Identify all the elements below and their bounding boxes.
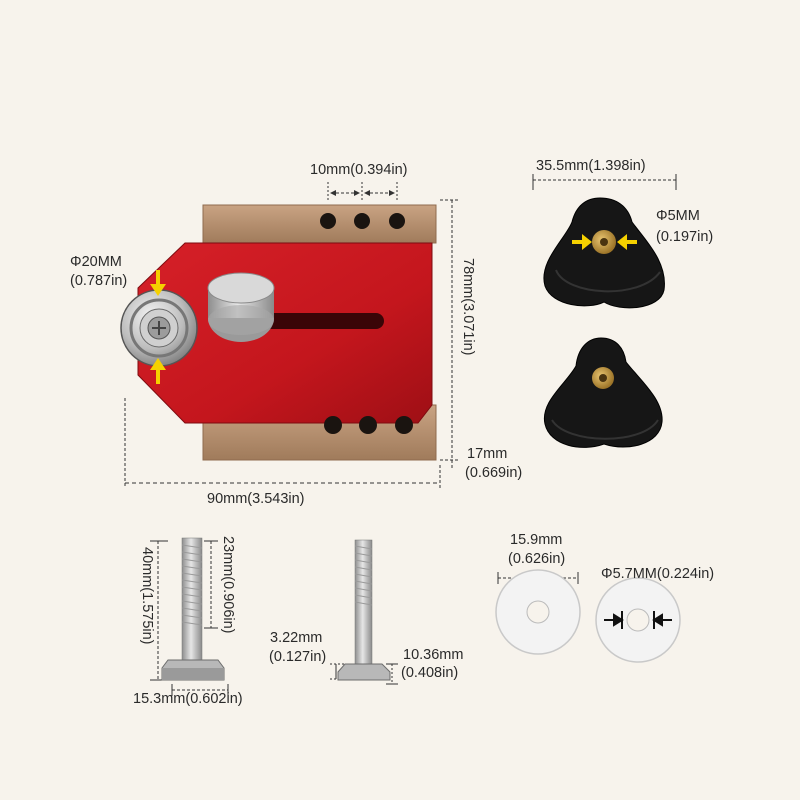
bearing bbox=[120, 289, 198, 367]
washer-id-label: Φ5.7MM(0.224in) bbox=[601, 566, 715, 582]
main-block bbox=[120, 204, 437, 461]
knob-thread-in-label: (0.197in) bbox=[656, 229, 714, 245]
star-knob-top bbox=[543, 197, 665, 309]
bolt-head-width-label: 15.3mm(0.602in) bbox=[133, 691, 243, 707]
body-width-label: 90mm(3.543in) bbox=[207, 491, 305, 507]
washer-side bbox=[595, 577, 681, 663]
knob-yellow-arrows bbox=[572, 234, 637, 250]
bearing-diameter-in-label: (0.787in) bbox=[70, 273, 128, 289]
rail-hole bbox=[359, 416, 377, 434]
body-thickness-mm-label: 17mm bbox=[467, 446, 508, 462]
washer-od-in-label: (0.626in) bbox=[508, 551, 566, 567]
dimension-lines bbox=[124, 174, 677, 696]
body-thickness-in-label: (0.669in) bbox=[465, 465, 523, 481]
t-bolt-long bbox=[161, 537, 225, 681]
washer-front bbox=[495, 569, 581, 655]
bolt-head-thickness-mm-label: 3.22mm bbox=[270, 630, 323, 646]
t-bolt-short bbox=[337, 539, 391, 681]
rail-hole bbox=[389, 213, 405, 229]
bolt-thread-length-label: 23mm(0.906in) bbox=[220, 536, 236, 634]
knob-thread-mm-label: Φ5MM bbox=[656, 208, 700, 224]
bearing-yellow-arrows bbox=[150, 270, 166, 384]
bolt-length-label: 40mm(1.575in) bbox=[139, 547, 155, 645]
body-height-label: 78mm(3.071in) bbox=[460, 258, 476, 356]
star-knob-bottom bbox=[543, 337, 663, 448]
bolt-head-thickness-in-label: (0.127in) bbox=[269, 649, 327, 665]
rail-hole bbox=[324, 416, 342, 434]
hole-spacing-label: 10mm(0.394in) bbox=[310, 162, 408, 178]
rail-hole bbox=[320, 213, 336, 229]
washer-od-mm-label: 15.9mm bbox=[510, 532, 563, 548]
thumb-screw bbox=[207, 272, 275, 342]
bolt-head-depth-mm-label: 10.36mm bbox=[403, 647, 464, 663]
rail-hole bbox=[395, 416, 413, 434]
knob-width-label: 35.5mm(1.398in) bbox=[536, 158, 646, 174]
adjust-slot bbox=[262, 313, 384, 329]
rail-hole bbox=[354, 213, 370, 229]
bearing-diameter-mm-label: Φ20MM bbox=[70, 254, 122, 270]
bolt-head-depth-in-label: (0.408in) bbox=[401, 665, 459, 681]
